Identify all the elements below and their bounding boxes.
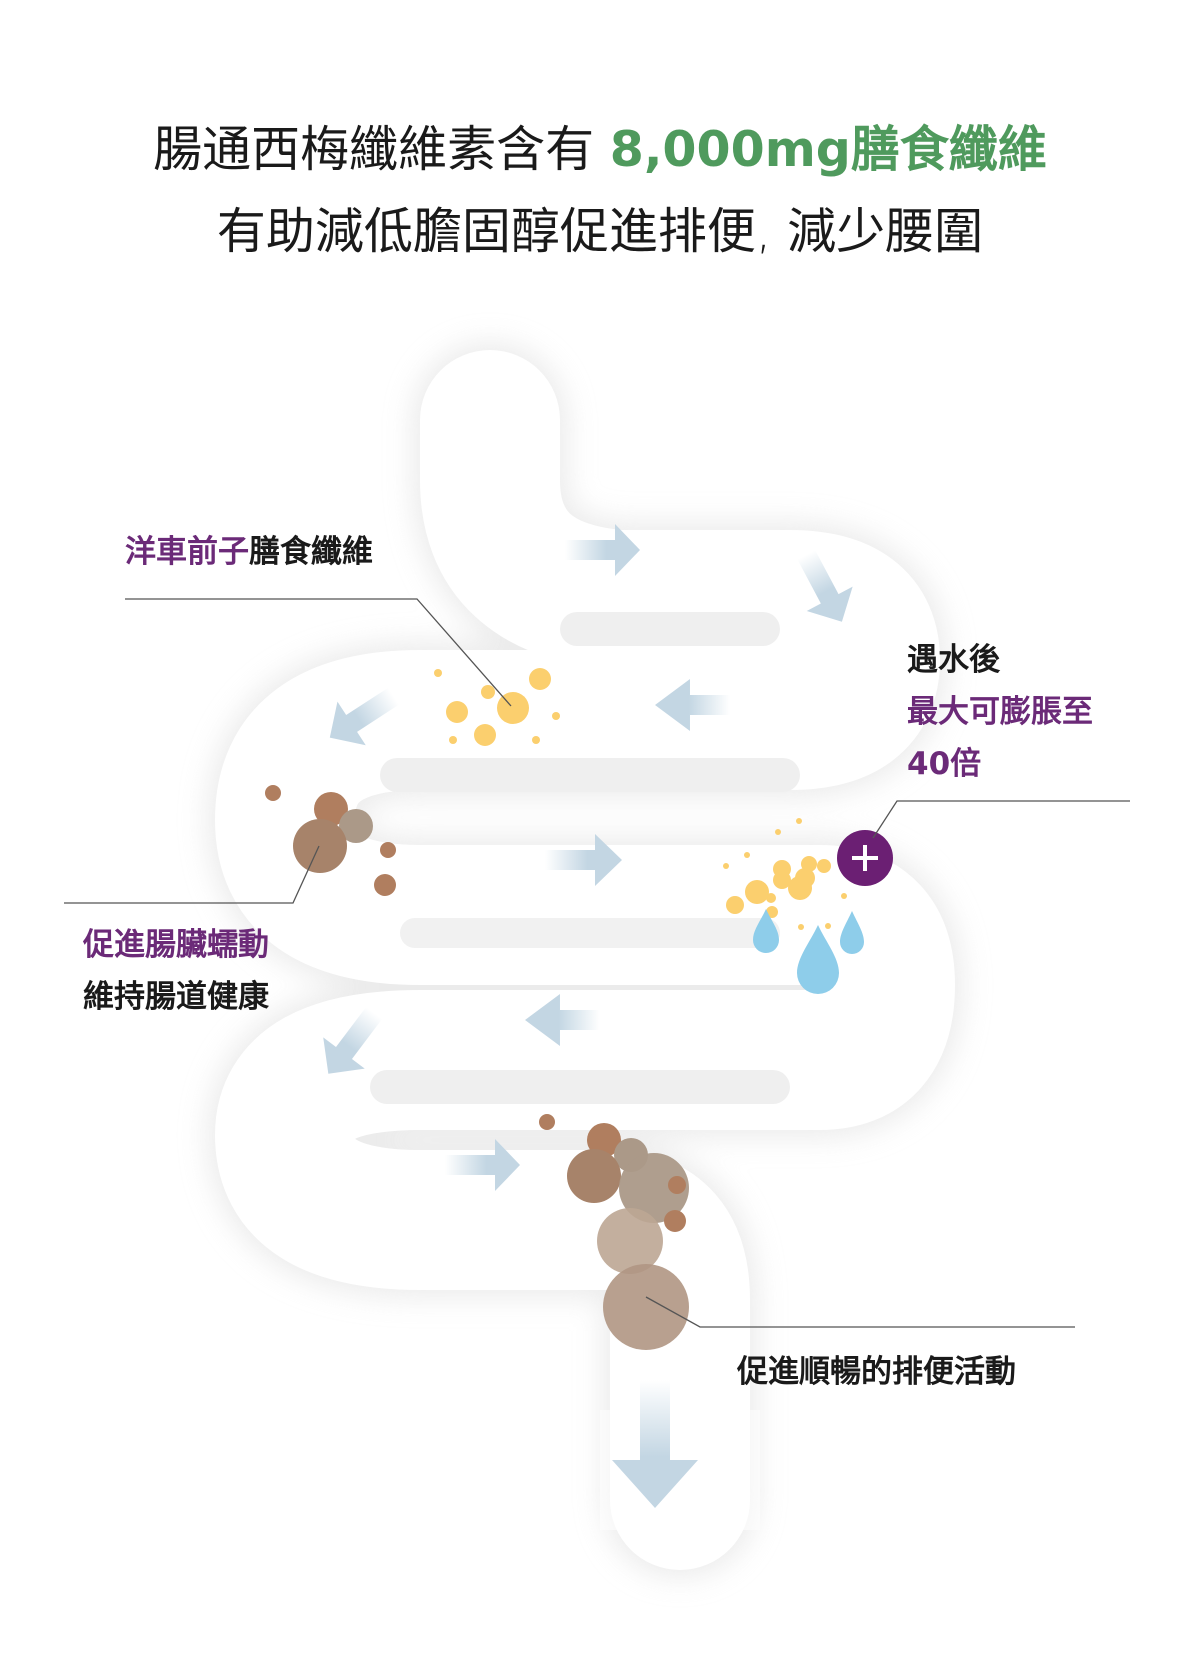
- label-defecation: 促進順暢的排便活動: [737, 1346, 1016, 1398]
- tube-fold-1: [560, 612, 780, 646]
- arrow-icon: [545, 834, 622, 886]
- label-peristalsis-line-1: 促進腸臟蠕動: [83, 927, 269, 963]
- headline-line-2: 有助減低膽固醇促進排便, 減少腰圍: [216, 203, 984, 260]
- plus-icon: [837, 830, 893, 886]
- arrow-icon: [445, 1139, 520, 1191]
- label-water-line-3: 40倍: [907, 746, 982, 782]
- label-peristalsis-line-2: 維持腸道健康: [83, 979, 269, 1015]
- label-peristalsis: 促進腸臟蠕動 維持腸道健康: [83, 919, 269, 1023]
- headline-prefix: 腸通西梅纖維素含有: [153, 121, 610, 178]
- arrow-icon: [797, 549, 853, 622]
- label-water-line-1: 遇水後: [907, 642, 1000, 678]
- arrow-icon: [565, 524, 640, 576]
- arrow-icon: [525, 994, 600, 1046]
- leader-line-defecation: [645, 1296, 1075, 1328]
- fiber-dot-icon: [723, 818, 847, 930]
- tube-fold-2: [380, 758, 800, 792]
- intestine-tube: [215, 350, 955, 1570]
- tube-fold-3: [370, 1070, 790, 1104]
- leader-line-psyllium: [125, 598, 512, 707]
- arrow-down-icon: [612, 1380, 698, 1508]
- label-defecation-line-1: 促進順暢的排便活動: [737, 1354, 1016, 1390]
- label-water-line-2: 最大可膨脹至: [907, 694, 1093, 730]
- stool-circle-icon: [539, 1114, 689, 1350]
- arrow-icon: [323, 1007, 383, 1074]
- arrow-icon: [329, 687, 399, 746]
- leader-lines: [64, 598, 1130, 1328]
- leader-line-peristalsis: [64, 845, 320, 904]
- leader-line-water: [872, 800, 1130, 839]
- label-psyllium-fiber-text: 膳食纖維: [249, 534, 373, 570]
- headline-line-1: 腸通西梅纖維素含有 8,000mg膳食纖維: [0, 118, 1200, 182]
- headline-highlight: 8,000mg膳食纖維: [609, 121, 1047, 178]
- label-water-expansion: 遇水後 最大可膨脹至 40倍: [907, 634, 1093, 790]
- water-drop-icon: [753, 909, 864, 994]
- label-psyllium-name: 洋車前子: [125, 534, 249, 570]
- fiber-dot-icon: [434, 668, 560, 746]
- arrow-icon: [655, 679, 730, 731]
- stool-circle-icon: [265, 785, 396, 896]
- label-psyllium-fiber: 洋車前子膳食纖維: [125, 526, 373, 578]
- tube-fold-4: [400, 918, 780, 948]
